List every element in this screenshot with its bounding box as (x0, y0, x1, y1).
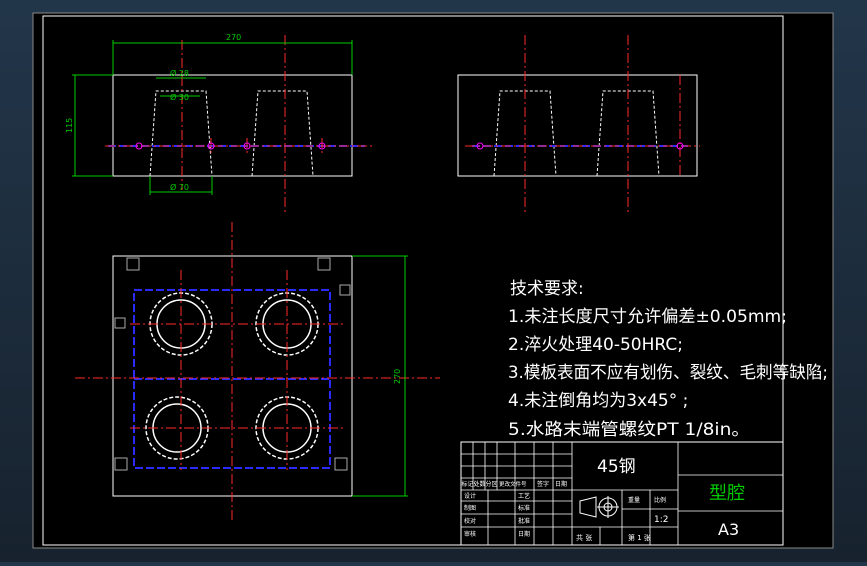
sheet-count: 共 张 (576, 533, 592, 542)
front-hole-3 (243, 142, 251, 150)
plan-view: 270 (75, 222, 440, 520)
svg-text:处数: 处数 (474, 480, 486, 488)
tech-item-4: 4.未注倒角均为3x45° ; (508, 391, 688, 411)
svg-text:工艺: 工艺 (518, 492, 530, 500)
tech-requirements: 技术要求: 1.未注长度尺寸允许偏差±0.05mm; 2.淬火处理40-50HR… (508, 279, 828, 440)
corner-pad-3 (114, 457, 128, 471)
corner-pad-1 (126, 257, 140, 271)
part-name: 型腔 (709, 483, 745, 504)
svg-text:标记: 标记 (462, 480, 474, 488)
tech-item-3: 3.模板表面不应有划伤、裂纹、毛刺等缺陷; (508, 363, 828, 383)
svg-text:重量: 重量 (628, 496, 640, 504)
front-view-outline (112, 74, 353, 177)
front-hole-4 (318, 142, 326, 150)
svg-text:批准: 批准 (518, 517, 530, 525)
dim-text-30: Ø 30 (170, 92, 189, 102)
tech-item-5: 5.水路末端管螺纹PT 1/8in。 (508, 420, 750, 440)
svg-text:分区: 分区 (486, 480, 498, 488)
side-hole-1 (476, 142, 484, 150)
side-pad-2 (114, 317, 126, 329)
front-view: 270 115 Ø 28 Ø 30 Ø 70 (65, 33, 372, 215)
svg-text:日期: 日期 (555, 480, 567, 488)
front-cavity-left (149, 90, 213, 177)
svg-text:标准: 标准 (518, 504, 530, 512)
front-cavity-right (251, 90, 314, 177)
projection-symbol-icon (579, 496, 619, 518)
sheet-size: A3 (718, 520, 739, 539)
svg-text:更改文件号: 更改文件号 (499, 480, 527, 488)
svg-text:签字: 签字 (537, 480, 549, 488)
svg-text:校对: 校对 (464, 517, 476, 525)
svg-text:审核: 审核 (464, 530, 476, 538)
sheet-number: 第 1 张 (628, 533, 651, 542)
svg-text:制图: 制图 (464, 504, 476, 512)
dim-text-28: Ø 28 (170, 68, 189, 78)
title-block: 标记 处数 分区 更改文件号 签字 日期 设计 制图 校对 审核 工艺 标准 批… (460, 441, 784, 546)
material-label: 45钢 (597, 457, 636, 477)
side-view (457, 35, 700, 215)
corner-pad-2 (317, 257, 331, 271)
svg-text:设计: 设计 (464, 492, 476, 500)
svg-text:日期: 日期 (518, 530, 530, 538)
scale-value: 1:2 (654, 515, 668, 525)
drawing-sheet (32, 12, 834, 549)
tech-heading: 技术要求: (510, 279, 584, 299)
side-pad-1 (339, 284, 351, 296)
front-hole-1 (135, 142, 143, 150)
dim-text-plan: 270 (393, 369, 402, 384)
tech-item-2: 2.淬火处理40-50HRC; (508, 335, 683, 355)
dim-text-70: Ø 70 (170, 182, 189, 192)
svg-text:比例: 比例 (654, 496, 666, 504)
corner-pad-4 (334, 457, 348, 471)
tech-item-1: 1.未注长度尺寸允许偏差±0.05mm; (508, 307, 787, 327)
dim-text-top: 270 (226, 33, 241, 42)
front-hole-2 (207, 142, 215, 150)
drawing-frame (42, 15, 784, 546)
side-view-outline (457, 74, 698, 177)
dim-text-height: 115 (65, 118, 74, 133)
side-hole-2 (676, 142, 684, 150)
